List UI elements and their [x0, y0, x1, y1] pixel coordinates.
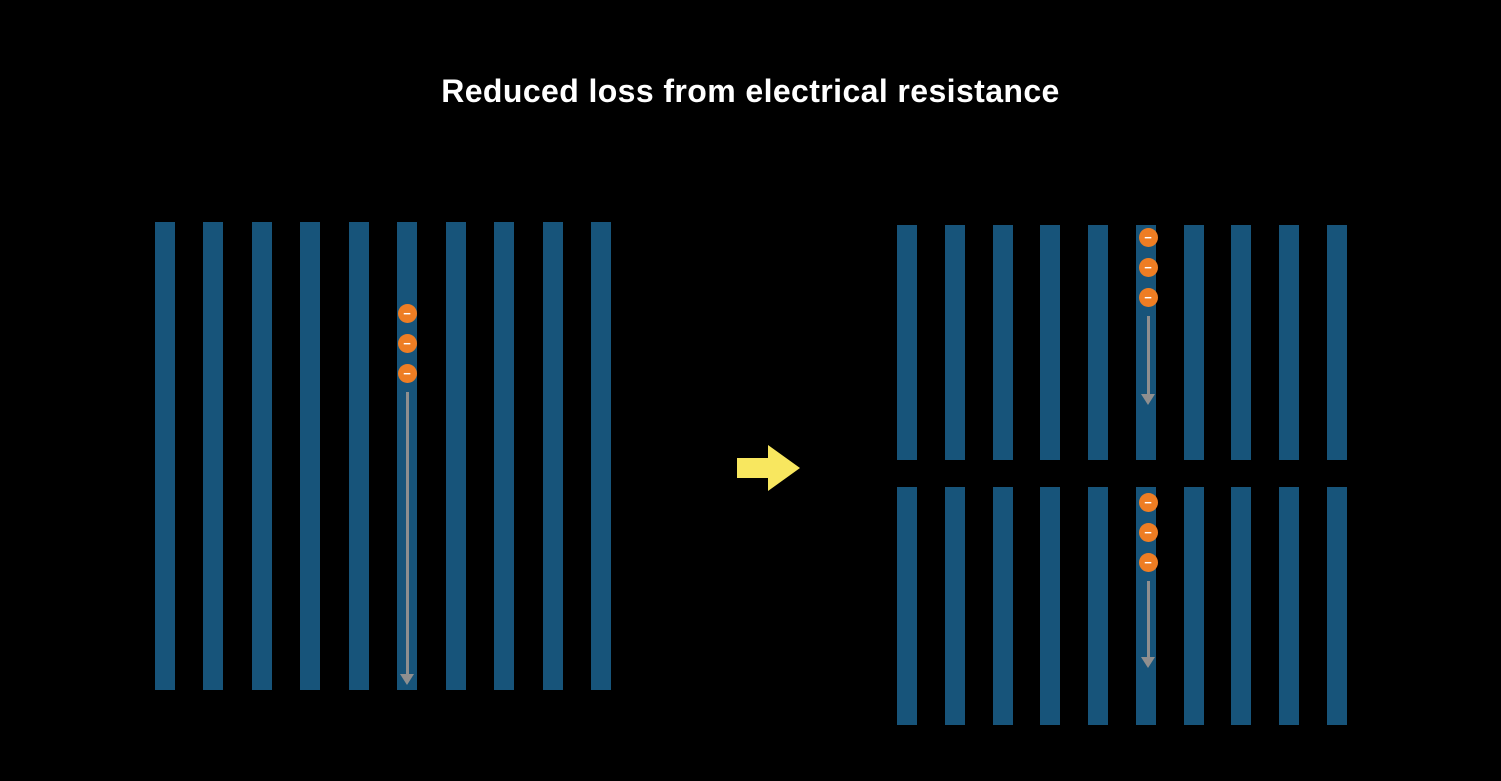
diagram-title: Reduced loss from electrical resistance [441, 73, 1060, 109]
electron-icon: − [1138, 553, 1158, 572]
conductor-bar [494, 222, 515, 690]
right-arrow-shape [737, 445, 800, 491]
conductor-bar [1326, 225, 1347, 460]
conductor-bar [897, 225, 917, 460]
conductor-bar [1183, 487, 1204, 725]
conductor-bar [348, 222, 369, 690]
electron-icon: − [1138, 258, 1158, 277]
conductor-bar [251, 222, 272, 690]
conductor-bar [944, 487, 965, 725]
conductor-bar [1279, 487, 1300, 725]
arrow-head [1141, 657, 1155, 668]
electron-stack: − − − [397, 304, 417, 383]
electron-icon: − [1138, 493, 1158, 512]
conductor-bar [1326, 487, 1347, 725]
electron-icon: − [397, 364, 417, 383]
conductor-bar [445, 222, 466, 690]
conductor-bar [1231, 225, 1252, 460]
current-direction-arrow-icon [400, 392, 414, 685]
electron-icon: − [1138, 288, 1158, 307]
conductor-bar [1040, 487, 1061, 725]
conductor-bar [1231, 487, 1252, 725]
arrow-head [1141, 394, 1155, 405]
electron-icon: − [397, 334, 417, 353]
arrow-stem [405, 392, 409, 674]
conductor-bar [300, 222, 321, 690]
electron-icon: − [1138, 523, 1158, 542]
electron-stack: − − − [1138, 228, 1158, 307]
current-direction-arrow-icon [1141, 581, 1155, 668]
busbar-group-before [155, 222, 611, 690]
electron-stack: − − − [1138, 493, 1158, 572]
conductor-bar [992, 225, 1013, 460]
conductor-bar [897, 487, 917, 725]
conductor-bar [1040, 225, 1061, 460]
conductor-bar [1279, 225, 1300, 460]
conductor-bar [203, 222, 224, 690]
arrow-stem [1146, 316, 1150, 394]
conductor-bar [155, 222, 175, 690]
arrow-stem [1146, 581, 1150, 657]
conductor-bar [1088, 225, 1109, 460]
electron-icon: − [397, 304, 417, 323]
arrow-head [400, 674, 414, 685]
conductor-bar [1088, 487, 1109, 725]
conductor-bar [944, 225, 965, 460]
electron-flow-after-top: − − − [1138, 228, 1158, 405]
conductor-bar [590, 222, 611, 690]
electron-flow-after-bottom: − − − [1138, 493, 1158, 668]
current-direction-arrow-icon [1141, 316, 1155, 405]
electron-flow-before: − − − [397, 304, 417, 685]
conductor-bar [542, 222, 563, 690]
conductor-bar [992, 487, 1013, 725]
busbar-group-after-top [897, 225, 1347, 460]
conductor-bar [1183, 225, 1204, 460]
right-arrow-icon [737, 445, 800, 491]
electron-icon: − [1138, 228, 1158, 247]
busbar-group-after-bottom [897, 487, 1347, 725]
